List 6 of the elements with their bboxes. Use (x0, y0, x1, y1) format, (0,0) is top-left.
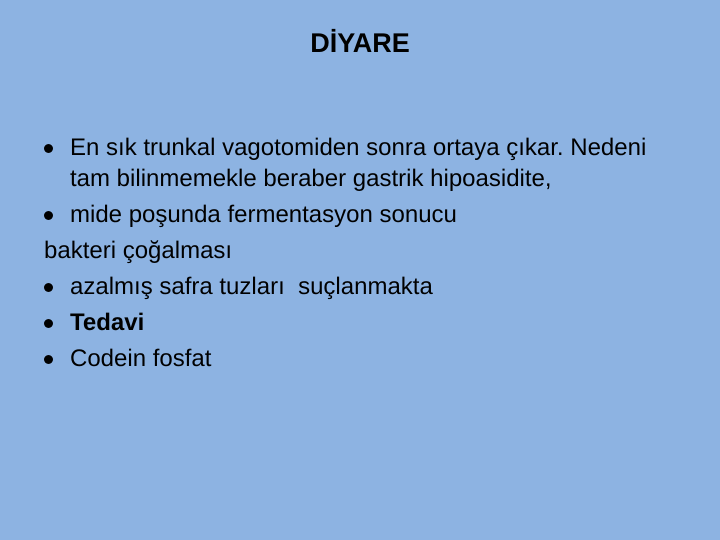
bullet-text: mide poşunda fermentasyon sonucu (70, 200, 458, 230)
bullet-text: azalmış safra tuzları suçlanmakta (70, 272, 434, 302)
bullet-text: Codein fosfat (70, 344, 212, 374)
bullet-text: Tedavi (70, 308, 146, 338)
body-text: bakteri çoğalması (44, 236, 234, 266)
slide-title: DİYARE (309, 28, 411, 59)
